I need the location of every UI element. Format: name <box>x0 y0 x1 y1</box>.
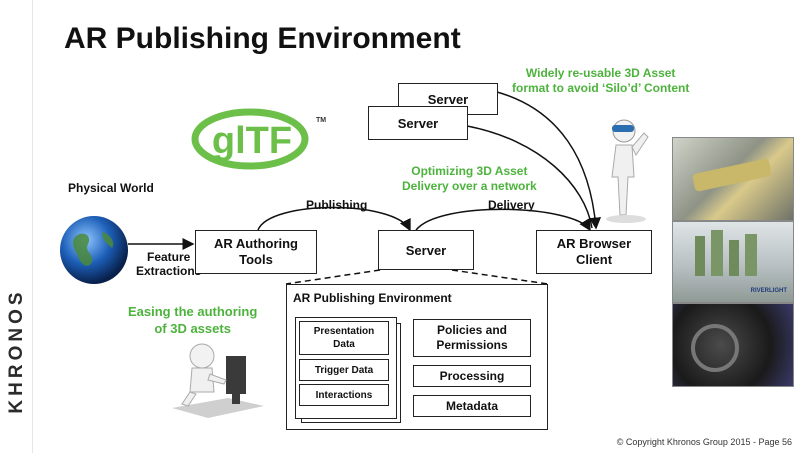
physical-world-label: Physical World <box>68 181 154 195</box>
photo-building-4 <box>745 234 757 276</box>
gltf-logo-text: glTF <box>212 120 292 162</box>
easing-note: Easing the authoring of 3D assets <box>128 303 257 337</box>
browser-line1: AR Browser <box>556 236 632 251</box>
optimizing-note: Optimizing 3D Asset Delivery over a netw… <box>402 164 537 194</box>
computer-figure-icon <box>172 343 264 418</box>
server-main-box: Server <box>378 230 474 270</box>
photo-building-3 <box>729 240 739 276</box>
headset-figure-icon <box>606 119 649 223</box>
optimizing-line2: Delivery over a network <box>402 179 537 193</box>
metadata-box: Metadata <box>413 395 531 417</box>
presentation-line2: Data <box>333 339 355 350</box>
reusable-line1: Widely re-usable 3D Asset <box>525 66 676 80</box>
server-back-box: Server <box>398 83 498 115</box>
ar-browser-client-box: AR Browser Client <box>536 230 652 274</box>
easing-line2: of 3D assets <box>154 321 231 336</box>
reusable-line2: format to avoid ‘Silo’d’ Content <box>512 81 690 95</box>
gltf-logo-tm: TM <box>316 117 326 124</box>
policies-line1: Policies and <box>436 323 508 337</box>
publishing-label: Publishing <box>306 198 368 212</box>
feature-label-line2: Extractions <box>136 264 202 278</box>
presentation-line1: Presentation <box>313 326 375 337</box>
page-title: AR Publishing Environment <box>64 22 461 55</box>
interactions-box: Interactions <box>299 384 389 406</box>
environment-panel: AR Publishing Environment Presentation D… <box>286 284 548 430</box>
photo-building-1 <box>695 236 705 276</box>
photo-model-shape <box>691 158 773 192</box>
policies-line2: Permissions <box>436 338 508 352</box>
delivery-label: Delivery <box>488 198 535 212</box>
gltf-logo: glTF TM <box>191 108 326 170</box>
policies-permissions-box: Policies and Permissions <box>413 319 531 357</box>
easing-line1: Easing the authoring <box>128 304 258 319</box>
browser-line2: Client <box>575 252 613 267</box>
presentation-data-box: Presentation Data <box>299 321 389 355</box>
trigger-data-box: Trigger Data <box>299 359 389 381</box>
brand-strip: KHRONOS <box>0 0 33 453</box>
globe-icon <box>60 216 128 284</box>
environment-panel-title: AR Publishing Environment <box>293 291 452 305</box>
photo-city-model: RIVERLIGHT <box>672 221 794 303</box>
photo-ar-model <box>672 137 794 221</box>
server-front-box: Server <box>368 106 468 140</box>
footer-copyright: © Copyright Khronos Group 2015 - Page 56 <box>616 437 792 447</box>
feature-extractions-label: Feature Extractions <box>136 250 201 278</box>
photo-engine-part <box>691 324 739 372</box>
ar-authoring-tools-box: AR Authoring Tools <box>195 230 317 274</box>
photo-engine <box>672 303 794 387</box>
photo-caption: RIVERLIGHT <box>750 288 787 294</box>
processing-box: Processing <box>413 365 531 387</box>
feature-label-line1: Feature <box>147 250 191 264</box>
authoring-line2: Tools <box>239 252 273 267</box>
photo-building-2 <box>711 230 723 276</box>
authoring-line1: AR Authoring <box>214 236 298 251</box>
reusable-note: Widely re-usable 3D Asset format to avoi… <box>512 66 689 96</box>
optimizing-line1: Optimizing 3D Asset <box>411 164 528 178</box>
